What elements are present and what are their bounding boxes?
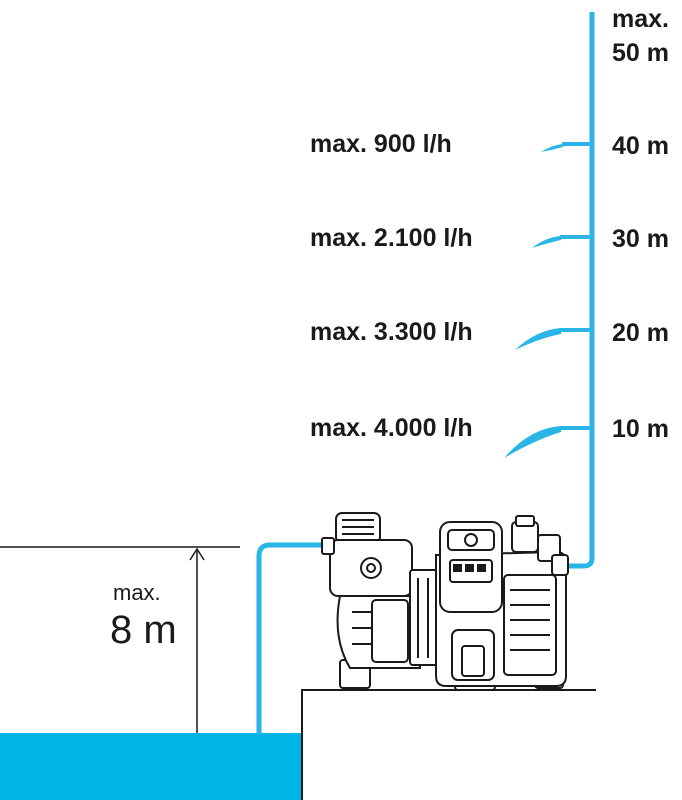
suction-height-arrow <box>189 547 205 733</box>
water-reservoir <box>0 733 302 800</box>
height-label-30m: 30 m <box>612 225 669 253</box>
delivery-pipe <box>566 12 595 569</box>
suction-pipe <box>256 542 328 734</box>
height-label-40m: 40 m <box>612 132 669 160</box>
suction-label-prefix: max. <box>113 580 161 605</box>
height-label-max-prefix: max. <box>612 5 669 33</box>
outlet-20m <box>515 328 592 350</box>
flow-label-20m: max. 3.300 l/h <box>310 318 473 346</box>
flow-label-10m: max. 4.000 l/h <box>310 414 473 442</box>
pump-platform <box>301 689 596 800</box>
height-label-50m: 50 m <box>612 39 669 67</box>
suction-label-value: 8 m <box>110 608 177 652</box>
flow-label-30m: max. 2.100 l/h <box>310 224 473 252</box>
height-label-10m: 10 m <box>612 415 669 443</box>
garden-pump-icon <box>321 512 569 691</box>
height-label-20m: 20 m <box>612 319 669 347</box>
outlet-30m <box>532 235 592 248</box>
outlet-10m <box>504 426 592 458</box>
outlet-40m <box>541 142 592 152</box>
flow-label-40m: max. 900 l/h <box>310 130 452 158</box>
